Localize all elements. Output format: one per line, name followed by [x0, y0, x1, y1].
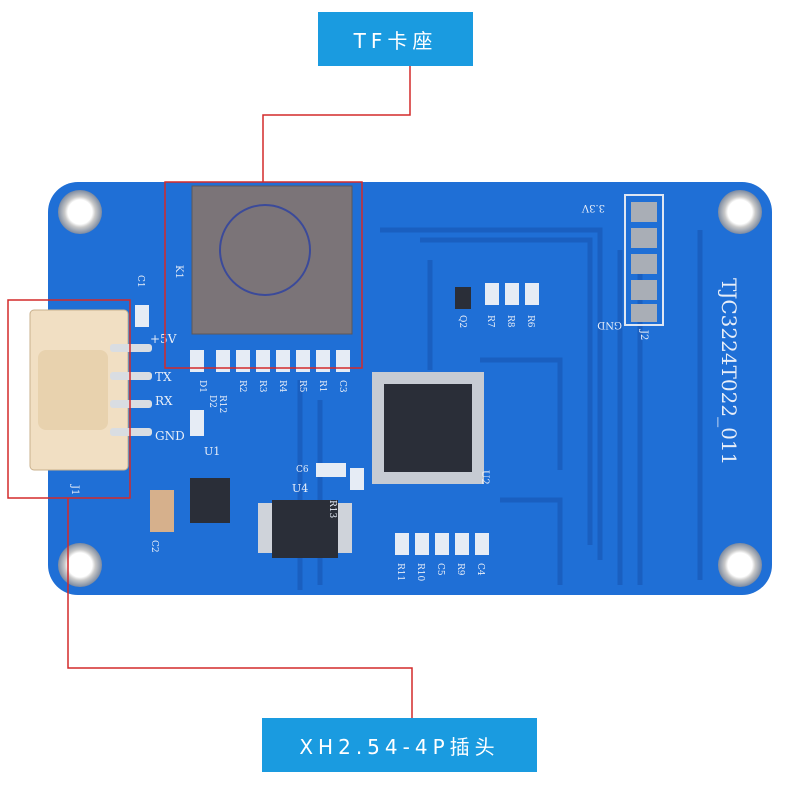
mounting-hole — [58, 190, 102, 234]
part-label: R8 — [505, 315, 515, 328]
header-ref: J2 — [638, 329, 649, 340]
connector-ref: J1 — [69, 484, 80, 495]
tf-card-socket — [191, 185, 353, 335]
socket-ref: K1 — [173, 265, 184, 279]
part-label: R1 — [317, 380, 327, 393]
pin-header-j2 — [624, 194, 664, 326]
regulator-ref: U1 — [204, 445, 220, 458]
part-label: C1 — [135, 275, 145, 288]
part-label: D1 — [197, 380, 207, 393]
part-label: C5 — [435, 563, 445, 576]
header-label-3v3: 3.3V — [581, 202, 605, 213]
part-label: C4 — [475, 563, 485, 576]
smd-parts — [135, 283, 539, 555]
ic-ref: U2 — [479, 470, 490, 485]
mounting-hole — [718, 543, 762, 587]
connector-callout: XH2.54-4P插头 — [262, 718, 537, 772]
part-label: R12 — [217, 395, 227, 413]
pin-label-tx: TX — [155, 370, 172, 384]
capacitor-c2 — [150, 490, 174, 532]
part-label: R5 — [297, 380, 307, 393]
tf-socket-callout: TF卡座 — [318, 12, 473, 66]
part-label: R4 — [277, 380, 287, 393]
regulator — [190, 478, 230, 523]
pin-label-gnd: GND — [155, 429, 185, 443]
part-label: R7 — [485, 315, 495, 328]
mounting-hole — [718, 190, 762, 234]
part-label: R13 — [327, 500, 337, 519]
connector-pins — [110, 344, 152, 436]
flash-chip — [258, 500, 352, 558]
pin-label-rx: RX — [155, 394, 173, 408]
part-label: R11 — [395, 563, 405, 581]
connector-housing — [38, 350, 108, 430]
pin-label-5v: +5V — [150, 332, 177, 346]
pcb-traces — [297, 227, 703, 590]
part-label: R6 — [525, 315, 535, 328]
connector-highlight — [7, 299, 131, 499]
tf-socket-leader — [262, 66, 411, 182]
transistor-q2 — [455, 287, 471, 309]
part-label: C2 — [149, 540, 159, 553]
part-label: Q2 — [457, 315, 467, 328]
header-label-gnd: GND — [597, 319, 622, 330]
connector-leader — [67, 498, 413, 718]
part-label: R9 — [455, 563, 465, 576]
mcu-chip — [372, 372, 484, 484]
part-label: D2 — [207, 395, 217, 408]
part-label: C3 — [337, 380, 347, 393]
qc-pass-stamp — [219, 204, 311, 296]
part-label: C6 — [296, 465, 309, 475]
flash-ref: U4 — [292, 482, 308, 495]
part-label: R10 — [415, 563, 425, 582]
part-label: R2 — [237, 380, 247, 393]
part-label: R3 — [257, 380, 267, 393]
board-name: TJC3224T022_011 — [717, 278, 741, 465]
mounting-hole — [58, 543, 102, 587]
